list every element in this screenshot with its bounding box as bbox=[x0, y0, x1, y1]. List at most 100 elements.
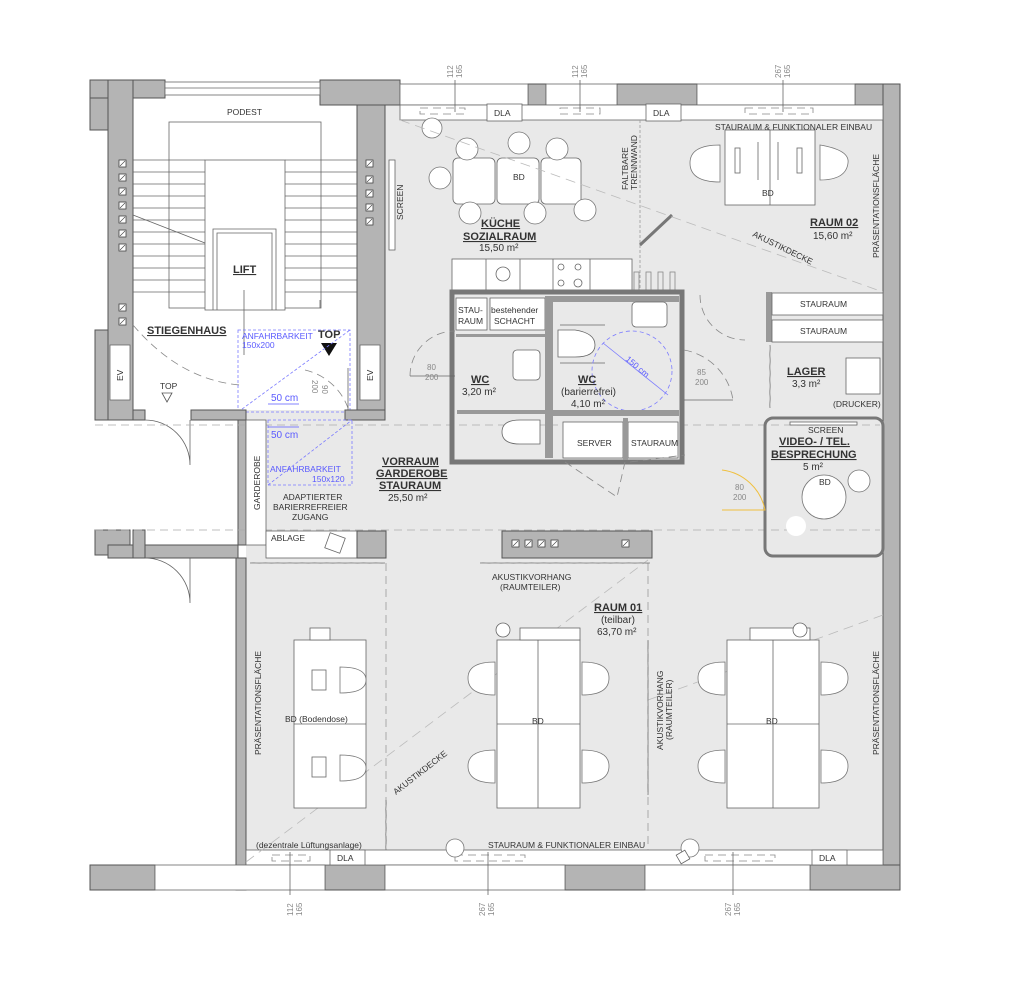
wc-title: WC bbox=[471, 374, 489, 386]
vent-icons bbox=[118, 159, 374, 326]
dla-label: DLA bbox=[337, 853, 354, 863]
top-arrow-label: TOP bbox=[160, 381, 178, 391]
curtain-label-vertical-2: (RAUMTEILER) bbox=[664, 679, 674, 740]
video-door-height: 200 bbox=[733, 493, 747, 502]
kitchen-title: KÜCHE bbox=[481, 217, 520, 230]
dim-top-1-width: 112 bbox=[446, 65, 455, 78]
podest-label: PODEST bbox=[227, 107, 262, 117]
raum-01: AKUSTIKVORHANG (RAUMTEILER) RAUM 01 (tei… bbox=[245, 559, 884, 865]
lager-title: LAGER bbox=[787, 366, 826, 378]
garderobe-label: GARDEROBE bbox=[252, 455, 262, 510]
exterior-walls bbox=[89, 79, 901, 891]
raum02-storage-label: STAURAUM & FUNKTIONALER EINBAU bbox=[715, 122, 872, 132]
kitchen-screen-label: SCREEN bbox=[395, 185, 405, 220]
raum01-title: RAUM 01 bbox=[594, 602, 642, 614]
raum01-storage-label: STAURAUM & FUNKTIONALER EINBAU bbox=[488, 840, 645, 850]
access-note-2: BARIERREFREIER bbox=[273, 502, 348, 512]
wall bbox=[190, 409, 247, 421]
access-zone-a-label: ANFAHRBARKEIT bbox=[242, 331, 313, 341]
vorraum: 50 cm ANFAHRBARKEIT 150x120 GARDEROBE AD… bbox=[245, 419, 653, 559]
storage-right-label-1: STAURAUM bbox=[800, 299, 847, 309]
shaft-label: bestehender bbox=[491, 305, 538, 315]
printer-label: (DRUCKER) bbox=[833, 399, 881, 409]
exit-door[interactable] bbox=[144, 557, 191, 604]
dla-label: DLA bbox=[494, 108, 511, 118]
kitchen: SCREEN BD KÜCHE SOZIALRAUM 15,50 m² FALT… bbox=[388, 117, 674, 295]
small-storage-label: STAU- bbox=[458, 305, 483, 315]
dim-top-1-height: 165 bbox=[455, 64, 464, 78]
lift-label: LIFT bbox=[233, 264, 256, 276]
bd-label: BD bbox=[513, 172, 525, 182]
presentation-area-label-right: PRÄSENTATIONSFLÄCHE bbox=[871, 651, 881, 755]
small-storage-label-2: RAUM bbox=[458, 316, 483, 326]
core-storage-label: STAURAUM bbox=[631, 438, 678, 448]
stair-exit-door[interactable] bbox=[144, 419, 191, 466]
presentation-area-label-left: PRÄSENTATIONSFLÄCHE bbox=[253, 651, 263, 755]
wc-accessible-area: 4,10 m² bbox=[571, 399, 606, 410]
core-block: STAU- RAUM bestehender SCHACHT WC 3,20 m… bbox=[409, 289, 734, 498]
kitchen-title-2: SOZIALRAUM bbox=[463, 231, 536, 243]
entrance-marker-icon bbox=[321, 343, 337, 356]
ablage-label: ABLAGE bbox=[271, 533, 305, 543]
wcb-door-height: 200 bbox=[695, 378, 709, 387]
video-room-title-2: BESPRECHUNG bbox=[771, 449, 857, 461]
presentation-area-label: PRÄSENTATIONSFLÄCHE bbox=[871, 154, 881, 258]
dim-bottom-3-width: 267 bbox=[724, 902, 733, 916]
raum01-area: 63,70 m² bbox=[597, 627, 637, 638]
dla-label: DLA bbox=[819, 853, 836, 863]
access-zone-b-label: ANFAHRBARKEIT bbox=[270, 464, 341, 474]
ev-label-left: EV bbox=[115, 369, 125, 381]
wc-door-width: 80 bbox=[427, 363, 436, 372]
dim-bottom-3-height: 165 bbox=[733, 902, 742, 916]
wall bbox=[107, 544, 239, 559]
storage-lager: STAURAUM STAURAUM LAGER 3,3 m² (DRUCKER) bbox=[699, 292, 884, 409]
access-note-3: ZUGANG bbox=[292, 512, 328, 522]
window-dimension-labels: 112 165 112 165 267 165 112 165 267 165 … bbox=[286, 64, 792, 916]
video-room-title: VIDEO- / TEL. bbox=[779, 436, 850, 448]
video-room-area: 5 m² bbox=[803, 462, 824, 473]
stairwell-title: STIEGENHAUS bbox=[147, 325, 226, 337]
ventilation-label: (dezentrale Lüftungsanlage) bbox=[256, 840, 362, 850]
server-label: SERVER bbox=[577, 438, 612, 448]
wall bbox=[344, 409, 386, 421]
lager-area: 3,3 m² bbox=[792, 379, 821, 390]
wc-accessible-subtitle: (barierrefrei) bbox=[561, 387, 616, 398]
raum01-subtitle: (teilbar) bbox=[601, 615, 635, 626]
dim-bottom-1-width: 112 bbox=[286, 903, 295, 916]
video-screen-label: SCREEN bbox=[808, 425, 843, 435]
storage-right-label-2: STAURAUM bbox=[800, 326, 847, 336]
bd-label: BD bbox=[532, 716, 544, 726]
partition-label: FALTBARE bbox=[620, 147, 630, 190]
vorraum-title-2: GARDEROBE bbox=[376, 468, 448, 480]
stair-steps bbox=[133, 159, 357, 293]
vorraum-area: 25,50 m² bbox=[388, 493, 428, 504]
curtain-label-2: (RAUMTEILER) bbox=[500, 582, 561, 592]
shaft-label-2: SCHACHT bbox=[494, 316, 535, 326]
partition-label-2: TRENNWAND bbox=[629, 135, 639, 190]
bd-label: BD bbox=[819, 477, 831, 487]
wall bbox=[237, 419, 247, 546]
dim-top-2-width: 112 bbox=[571, 65, 580, 78]
video-door-width: 80 bbox=[735, 483, 744, 492]
wall bbox=[132, 409, 146, 421]
kitchen-area: 15,50 m² bbox=[479, 243, 519, 254]
access-note-1: ADAPTIERTER bbox=[283, 492, 342, 502]
dim-bottom-2-width: 267 bbox=[478, 902, 487, 916]
vorraum-title: VORRAUM bbox=[382, 456, 439, 468]
bd-floor-label: BD (Bodendose) bbox=[285, 714, 348, 724]
dim-top-2-height: 165 bbox=[580, 64, 589, 78]
dla-label: DLA bbox=[653, 108, 670, 118]
dim-bottom-2-height: 165 bbox=[487, 902, 496, 916]
stair-door-width: 90 bbox=[320, 385, 329, 394]
bd-label: BD bbox=[766, 716, 778, 726]
vent-icons bbox=[511, 539, 630, 548]
dla-boxes: DLA DLA DLA DLA bbox=[329, 103, 848, 866]
raum02-title: RAUM 02 bbox=[810, 217, 858, 229]
dim-bottom-1-height: 165 bbox=[295, 902, 304, 916]
curtain-label-vertical: AKUSTIKVORHANG bbox=[655, 671, 665, 750]
stair-door-height: 200 bbox=[310, 380, 319, 394]
wcb-door-width: 85 bbox=[697, 368, 706, 377]
wc-accessible-title: WC bbox=[578, 374, 596, 386]
clearance-label-a: 50 cm bbox=[271, 393, 298, 404]
